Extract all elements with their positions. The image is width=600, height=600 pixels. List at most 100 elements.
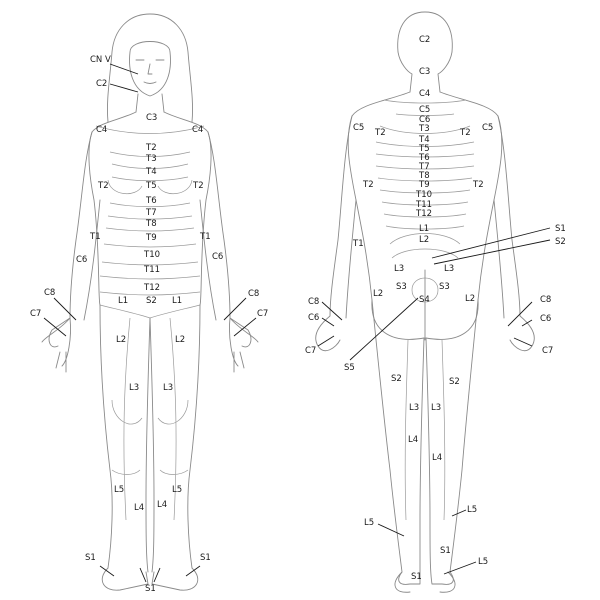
front-nose [147, 63, 153, 75]
label-back-c5-left: C5 [353, 123, 364, 133]
back-torso-outline [347, 91, 503, 301]
pointer-s1-bottom-a [139, 567, 147, 583]
pointer-lines [43, 63, 551, 583]
back-band-t8 [381, 201, 469, 206]
front-labels: CN V C2 C3 C4 C4 T2 T3 T4 T2 T5 T2 T6 T7… [30, 55, 268, 594]
label-front-c8-left: C8 [44, 288, 55, 298]
label-back-s2-ptr: S2 [555, 237, 566, 247]
label-back-s1-heel: S1 [440, 546, 451, 556]
label-front-t2-right: T2 [192, 181, 204, 191]
label-front-l5-right: L5 [172, 485, 182, 495]
label-front-t10: T10 [143, 250, 160, 260]
pointer-c6-back-left [321, 317, 335, 327]
label-front-t2-left: T2 [97, 181, 109, 191]
back-band-t7 [379, 189, 471, 194]
front-band-t2 [109, 151, 191, 157]
label-front-t12: T12 [143, 283, 160, 293]
label-front-c7-left: C7 [30, 309, 41, 319]
label-back-l2-left: L2 [373, 289, 383, 299]
label-front-t5: T5 [145, 181, 157, 191]
front-torso-outline [88, 111, 212, 306]
label-back-c7-right: C7 [542, 346, 553, 356]
label-front-l1-left: L1 [118, 296, 128, 306]
front-face-outline [129, 41, 171, 97]
back-band-t2 [379, 125, 471, 134]
pointer-c8-back-left [321, 301, 343, 321]
label-back-t1-left: T1 [352, 239, 364, 249]
label-back-l3-left: L3 [394, 264, 404, 274]
pointer-l5-back-left [377, 523, 405, 537]
label-back-l3-right: L3 [444, 264, 454, 274]
label-front-c4-left: C4 [96, 125, 107, 135]
front-band-t3 [111, 163, 189, 169]
back-band-t6 [377, 177, 473, 182]
label-back-c3: C3 [419, 67, 430, 77]
front-band-t9 [103, 243, 197, 248]
back-right-arm [493, 115, 535, 352]
back-left-leg [371, 299, 425, 585]
label-back-t3: T3 [418, 124, 430, 134]
label-back-c7-left: C7 [305, 346, 316, 356]
pointer-c7-right [233, 317, 257, 337]
pointer-c8-left [53, 297, 77, 321]
label-back-c8-right: C8 [540, 295, 551, 305]
label-front-c4-right: C4 [192, 125, 203, 135]
front-knee-left [111, 399, 143, 425]
back-band-t10 [385, 225, 465, 230]
label-back-l5-foot: L5 [478, 557, 488, 567]
back-right-leg [425, 299, 479, 585]
label-front-t4: T4 [145, 167, 157, 177]
label-back-c5-right: C5 [482, 123, 493, 133]
pointer-s1-left [99, 565, 115, 577]
label-back-l5-right: L5 [467, 505, 477, 515]
label-back-c6-left: C6 [308, 313, 319, 323]
label-back-s1-foot: S1 [411, 572, 422, 582]
label-front-t11: T11 [143, 265, 160, 275]
pointer-c6-back-right [521, 319, 533, 327]
back-leg-div [404, 339, 446, 521]
label-back-c5-mid: C5 [419, 105, 430, 115]
label-back-s2-right: S2 [449, 377, 460, 387]
back-band-t3 [375, 141, 475, 147]
front-left-arm [48, 131, 101, 348]
pointer-s2-back [433, 239, 551, 265]
back-right-foot [439, 571, 456, 593]
label-back-l4-right: L4 [432, 453, 442, 463]
front-band-c4 [95, 125, 205, 134]
label-front-l3-right: L3 [163, 383, 173, 393]
label-back-t2-left: T2 [374, 128, 386, 138]
label-front-l2-left: L2 [116, 335, 126, 345]
label-back-c4: C4 [419, 89, 430, 99]
label-front-t3: T3 [145, 154, 157, 164]
front-band-t7 [107, 215, 193, 220]
pointer-c8-right [223, 297, 247, 321]
back-body [315, 11, 535, 593]
label-back-t8: T8 [418, 171, 430, 181]
label-back-t10: T10 [415, 190, 432, 200]
label-back-l3-leg-left: L3 [409, 403, 419, 413]
label-front-t7: T7 [145, 208, 157, 218]
label-front-c2: C2 [96, 79, 107, 89]
label-back-s2-left: S2 [391, 374, 402, 384]
pointer-l5-back-foot [443, 561, 477, 575]
label-back-t5: T5 [418, 144, 430, 154]
label-back-l4-left: L4 [408, 435, 418, 445]
front-band-t4 [111, 176, 189, 182]
label-back-t2-arm-right: T2 [472, 180, 484, 190]
pointer-c7-back-left [317, 335, 335, 347]
back-left-arm [315, 115, 357, 352]
front-right-foot [151, 567, 199, 591]
label-back-s4: S4 [419, 295, 430, 305]
front-right-hand [229, 317, 259, 373]
back-band-c4 [383, 99, 467, 104]
label-back-c6-mid: C6 [419, 115, 430, 125]
label-back-t4: T4 [418, 135, 430, 145]
front-neck [135, 93, 165, 113]
label-front-t9: T9 [145, 233, 157, 243]
label-back-l3-leg-right: L3 [431, 403, 441, 413]
label-back-t12: T12 [415, 209, 432, 219]
label-back-l2-right: L2 [465, 294, 475, 304]
label-front-c3: C3 [146, 113, 157, 123]
label-back-s3-right: S3 [439, 282, 450, 292]
